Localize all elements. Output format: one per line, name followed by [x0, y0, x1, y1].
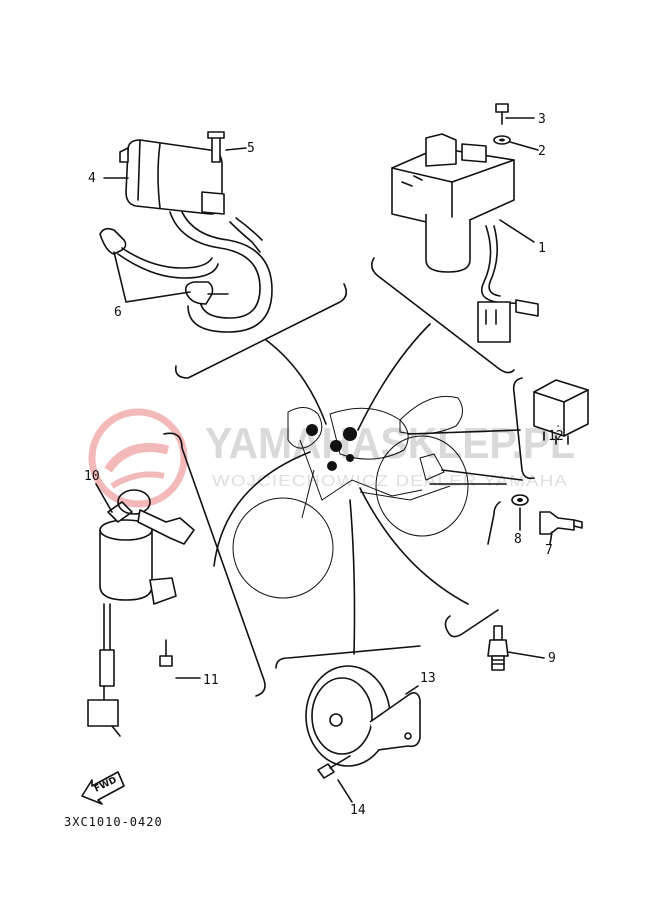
callout-2: 2	[538, 144, 546, 159]
callout-10: 10	[84, 469, 100, 484]
callout-13: 13	[420, 671, 436, 686]
callout-leaders	[95, 117, 559, 803]
callout-4: 4	[88, 171, 96, 186]
group-brackets	[163, 257, 535, 697]
sensor-7-washer-8	[511, 494, 583, 535]
fwd-arrow-icon: FWD	[81, 771, 125, 805]
diagram-code: 3XC1010-0420	[64, 815, 163, 829]
sender-9	[487, 625, 509, 671]
watermark: YAMAHASKLEP.PL WOJCIECHOWICZ DEALER YAMA…	[88, 408, 575, 508]
regulator-assembly	[391, 103, 539, 343]
watermark-subtitle: WOJCIECHOWICZ DEALER YAMAHA	[212, 473, 568, 490]
callout-5: 5	[247, 141, 255, 156]
callout-7: 7	[545, 543, 553, 558]
callout-3: 3	[538, 112, 546, 127]
callout-8: 8	[514, 532, 522, 547]
ignition-switch-10	[87, 489, 195, 737]
callout-11: 11	[203, 673, 219, 688]
callout-6: 6	[114, 305, 122, 320]
callout-12: 12	[548, 429, 564, 444]
callout-labels: 1 2 3 4 5 6 7 8 9 10 11 12 13 14	[84, 112, 564, 818]
callout-14: 14	[350, 803, 366, 818]
watermark-logo-icon	[88, 408, 188, 508]
watermark-title: YAMAHASKLEP.PL	[205, 419, 575, 468]
callout-9: 9	[548, 651, 556, 666]
relay-12	[533, 379, 589, 445]
horn-13	[305, 665, 421, 779]
ignition-coil-assembly	[99, 131, 273, 333]
callout-1: 1	[538, 241, 546, 256]
